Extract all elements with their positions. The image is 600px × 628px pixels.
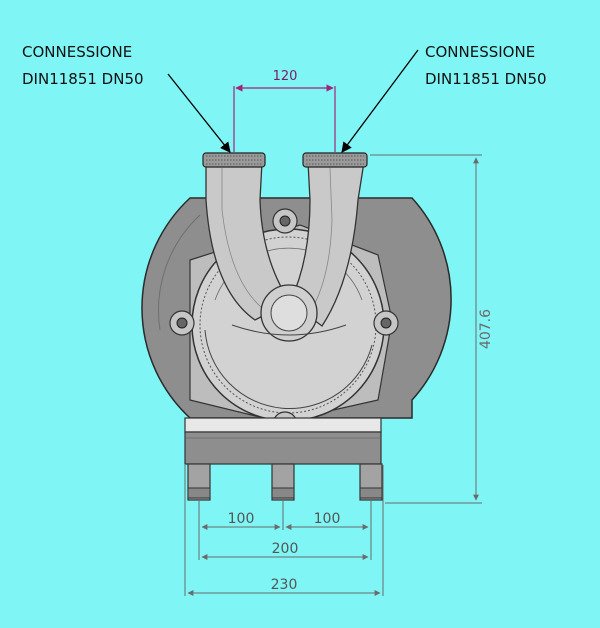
mounting-ear-top bbox=[272, 208, 298, 234]
dimension-base-width-label: 230 bbox=[271, 577, 298, 593]
foot-center bbox=[271, 463, 295, 501]
callout-connection-left: CONNESSIONE DIN11851 DN50 bbox=[22, 43, 231, 153]
dimension-foot-outer-label: 200 bbox=[272, 541, 299, 557]
foot-left bbox=[187, 463, 211, 501]
dimension-height-label: 407.6 bbox=[478, 309, 494, 349]
callout-left-line1: CONNESSIONE bbox=[22, 43, 132, 61]
callout-connection-right: CONNESSIONE DIN11851 DN50 bbox=[341, 43, 547, 153]
dimension-base-width: 230 bbox=[184, 465, 384, 596]
dimension-foot-outer: 200 bbox=[201, 541, 369, 560]
dimension-inlet-spacing: 120 bbox=[233, 69, 336, 152]
dimension-foot-right-label: 100 bbox=[314, 511, 341, 527]
callout-right-line2: DIN11851 DN50 bbox=[425, 70, 547, 88]
foot-right bbox=[359, 463, 383, 501]
callout-left-line2: DIN11851 DN50 bbox=[22, 70, 144, 88]
dimension-foot-left-label: 100 bbox=[228, 511, 255, 527]
dimension-feet-spacing: 100 100 bbox=[198, 500, 372, 560]
flange-left bbox=[202, 152, 266, 168]
base-plate bbox=[184, 417, 382, 465]
impeller-hub bbox=[231, 284, 347, 342]
dimension-height: 407.6 bbox=[370, 154, 494, 504]
mounting-ear-right bbox=[373, 310, 399, 336]
callout-right-line1: CONNESSIONE bbox=[425, 43, 535, 61]
mounting-ear-left bbox=[169, 310, 195, 336]
flange-right bbox=[302, 152, 368, 168]
dimension-inlet-spacing-label: 120 bbox=[273, 69, 298, 84]
